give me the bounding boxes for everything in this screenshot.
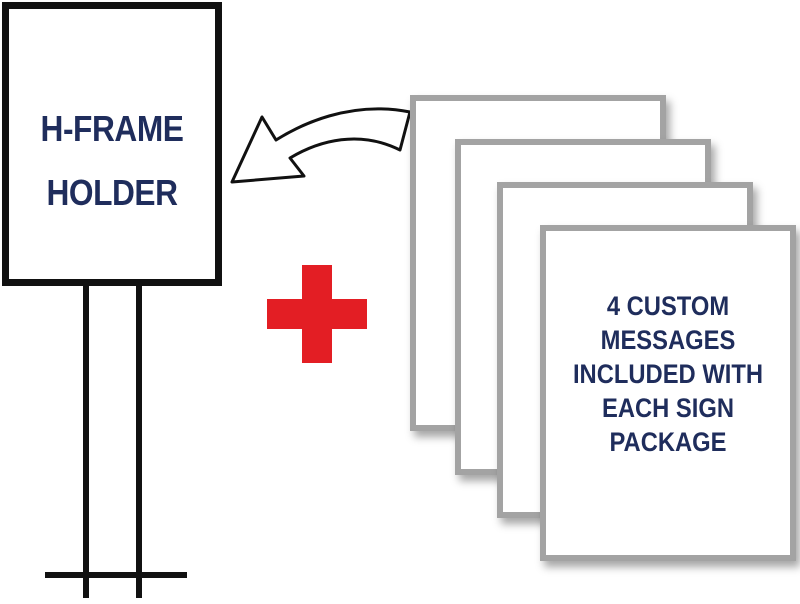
h-frame-sign: H-FRAME HOLDER: [2, 2, 222, 286]
message-card-4: 4 CUSTOM MESSAGES INCLUDED WITH EACH SIG…: [540, 225, 796, 561]
h-frame-line-2: HOLDER: [46, 172, 178, 213]
stand-base: [45, 572, 187, 578]
left-post: [83, 285, 89, 598]
card-line-3: INCLUDED WITH: [572, 359, 764, 389]
curved-arrow-icon: [230, 107, 412, 184]
card-line-4: EACH SIGN: [601, 393, 735, 423]
plus-icon: [267, 265, 367, 363]
card-line-2: MESSAGES: [600, 325, 736, 355]
right-post: [136, 285, 142, 598]
h-frame-label: H-FRAME HOLDER: [21, 97, 202, 225]
card-line-5: PACKAGE: [609, 427, 727, 457]
card-line-1: 4 CUSTOM: [606, 291, 730, 321]
message-card-text: 4 CUSTOM MESSAGES INCLUDED WITH EACH SIG…: [561, 289, 776, 459]
h-frame-line-1: H-FRAME: [40, 108, 184, 149]
